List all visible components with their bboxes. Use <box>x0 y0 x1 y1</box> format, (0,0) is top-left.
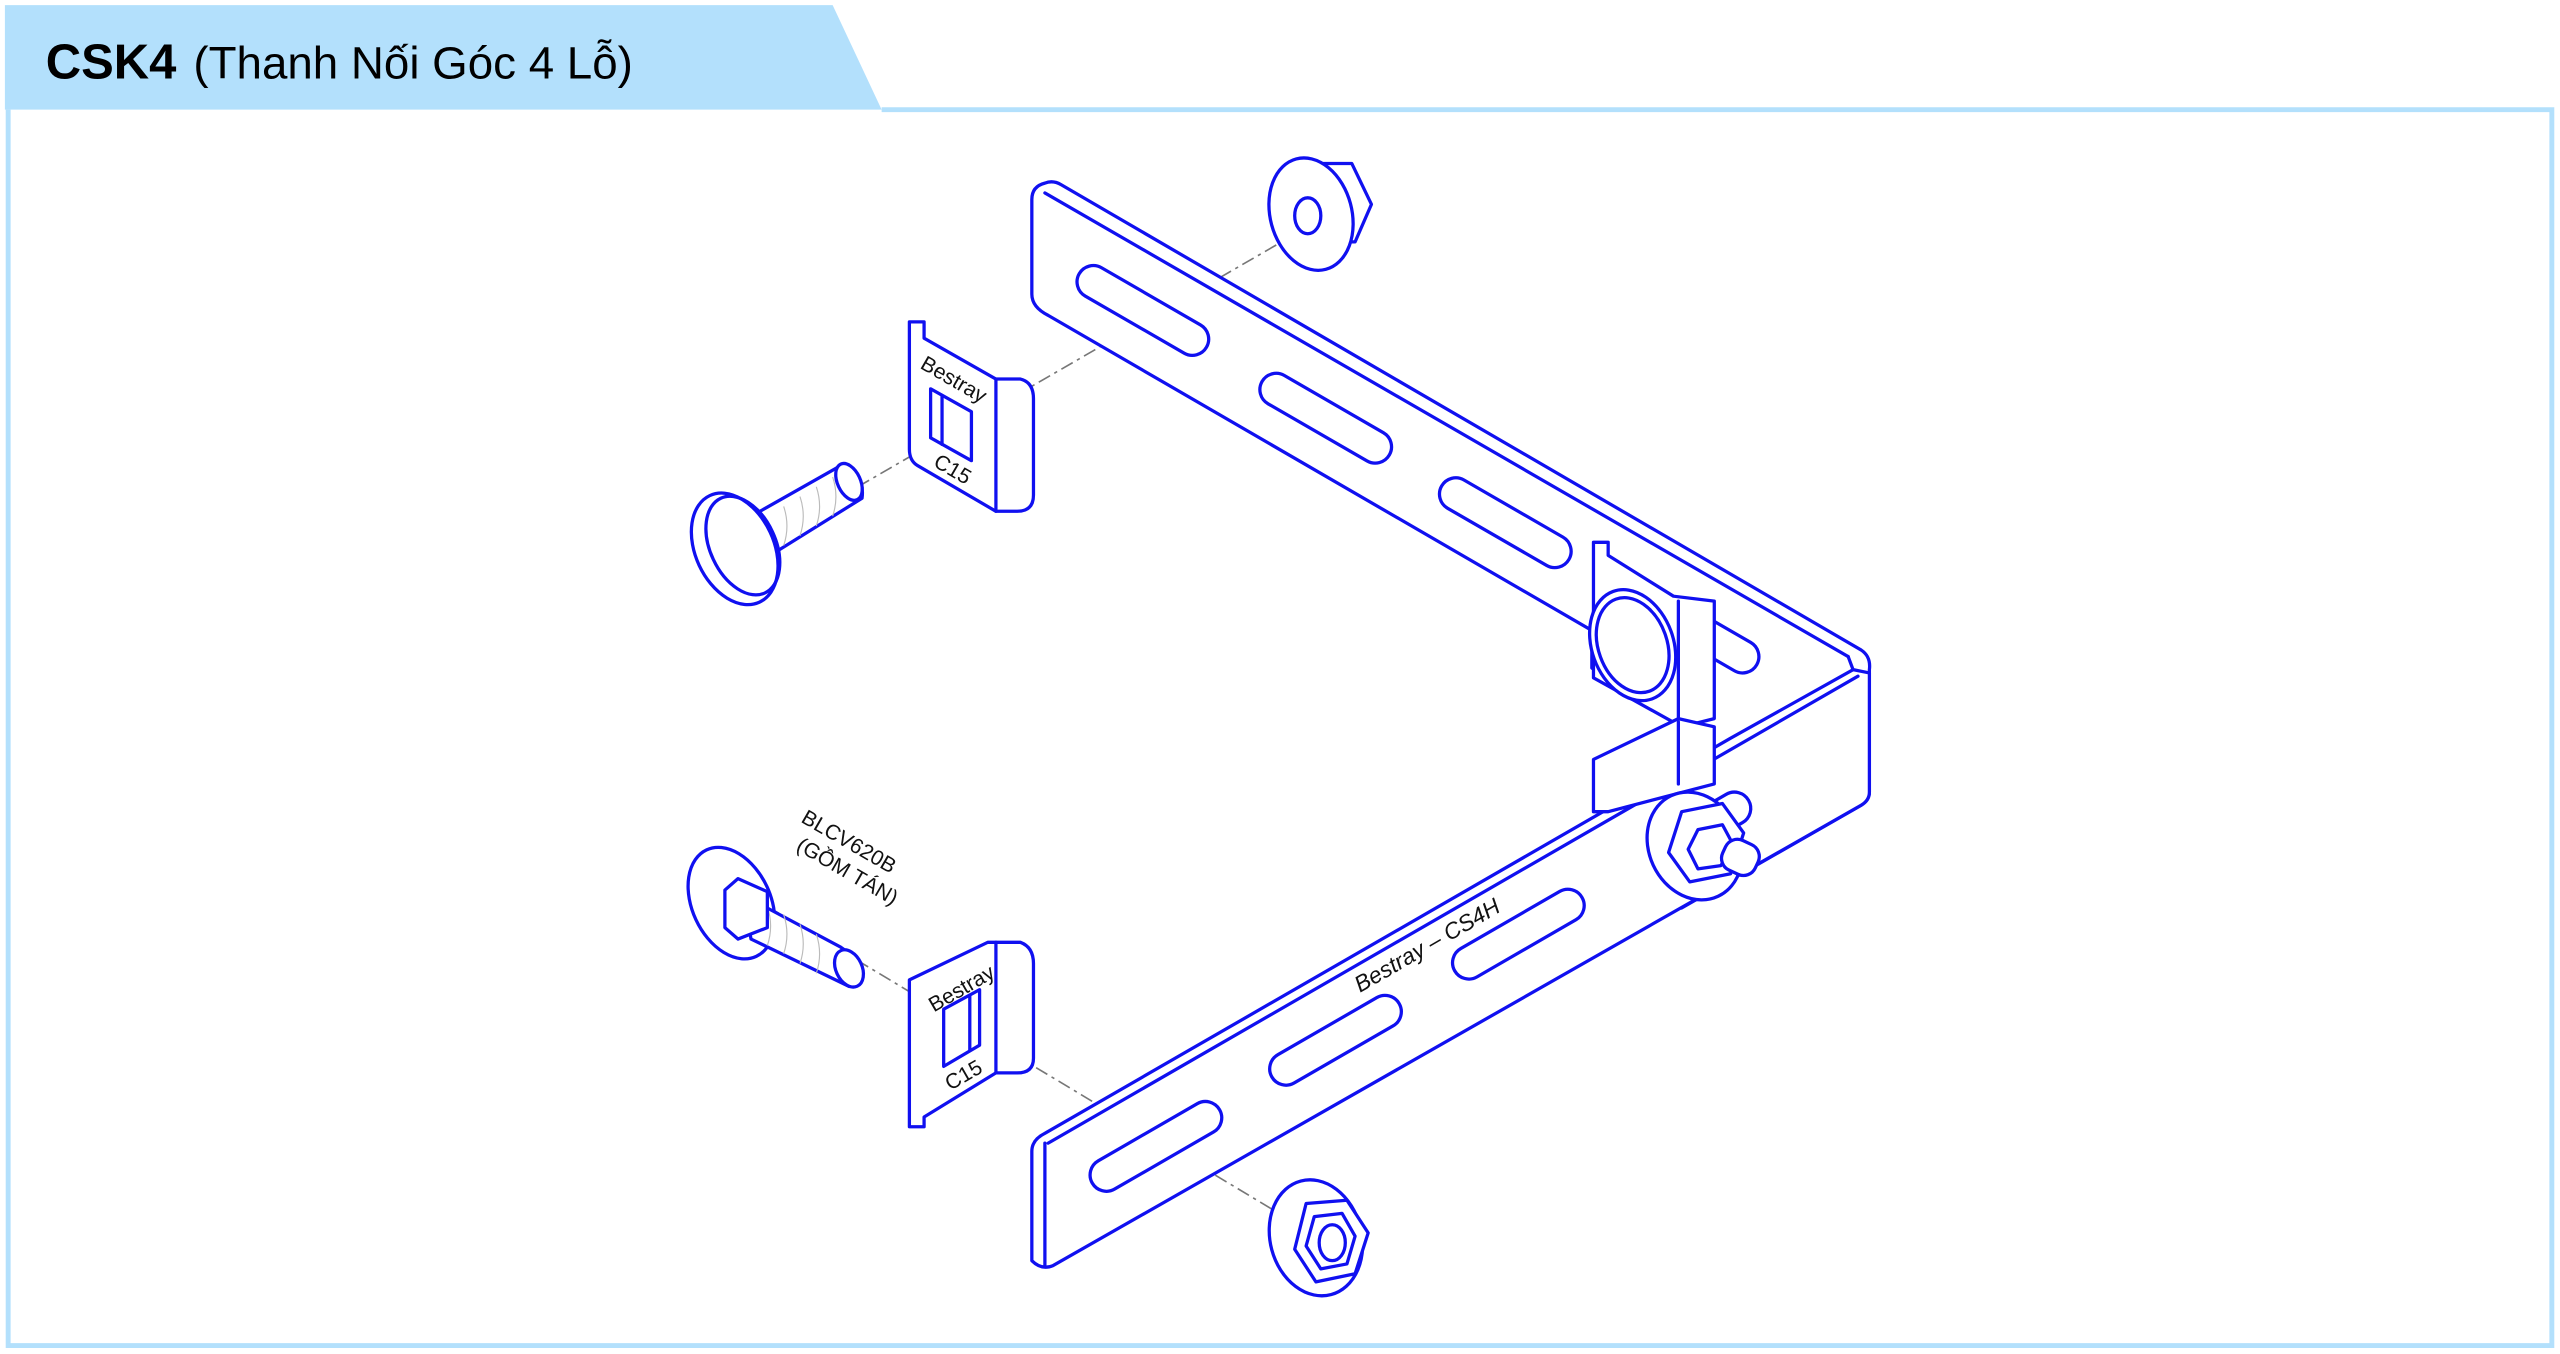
product-name: (Thanh Nối Góc 4 Lỗ) <box>193 38 632 89</box>
slot <box>1268 993 1403 1087</box>
slot <box>1258 371 1394 465</box>
bottom-flange-nut <box>1267 1178 1370 1298</box>
slot <box>1088 1099 1224 1193</box>
product-code: CSK4 <box>46 36 177 90</box>
content-frame <box>5 107 2555 1349</box>
slot <box>1437 476 1573 570</box>
upper-carriage-bolt <box>689 461 865 607</box>
upper-clamp-plate: Bestray C15 <box>907 320 1036 513</box>
header-tab <box>4 5 882 110</box>
corner-bolt <box>1587 588 1678 703</box>
corner-nut <box>1645 790 1761 902</box>
slot <box>1075 263 1211 358</box>
lower-carriage-bolt: BLCV620B (GỒM TÁN) <box>686 806 903 989</box>
top-flange-nut <box>1267 156 1374 272</box>
upper-axis-line <box>766 198 1356 540</box>
slot <box>1450 887 1586 981</box>
header-title: CSK4 (Thanh Nối Góc 4 Lỗ) <box>46 36 633 90</box>
lower-clamp-plate: Bestray C15 <box>907 940 1036 1129</box>
corner-bracket: Bestray – CS4H <box>1030 180 1872 1269</box>
